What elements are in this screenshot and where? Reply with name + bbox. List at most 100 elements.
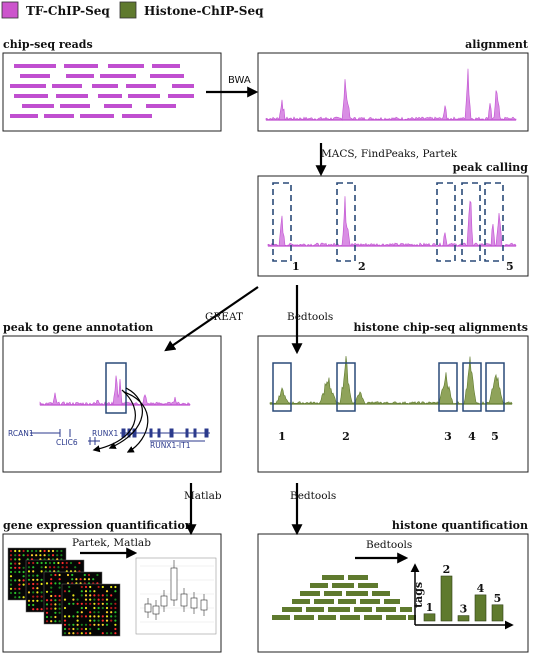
microarray-spot [45,603,49,606]
microarray-spot [72,598,75,601]
microarray-spot [9,554,13,557]
microarray-spot [53,566,56,569]
microarray-spot [101,619,104,622]
microarray-spot [45,599,49,602]
microarray-spot [32,570,35,573]
microarray-spot [80,602,83,605]
microarray-spot [56,554,59,557]
peak-number-5: 5 [506,260,514,273]
tf-read [98,94,122,98]
edge-label-bwa: BWA [228,75,251,86]
microarray-spot [101,623,104,626]
microarray-spot [87,573,91,577]
microarray-spot [80,590,83,593]
microarray-spot [114,615,117,618]
peak-box-4 [461,182,481,262]
histone-read [294,615,314,620]
microarray-spot [63,627,67,631]
microarray-spot [68,585,71,589]
microarray-spot [32,595,35,598]
microarray-spot [40,608,43,611]
histone-read [306,607,324,612]
microarray-spot [58,573,61,577]
microarray-spot [50,615,53,619]
bar-3 [457,615,470,622]
microarray-spot [80,615,83,618]
legend-label-tf: TF-ChIP-Seq [26,4,110,18]
histone-read [292,599,310,604]
microarray-spot [105,619,109,622]
tf-read [126,84,156,88]
bar-4 [474,594,487,622]
microarray-spot [72,623,75,626]
microarray-spot [101,598,104,601]
microarray-spot [63,590,67,593]
microarray-spot [18,583,21,586]
microarray-spot [68,632,71,635]
histone-read [386,615,406,620]
microarray-spot [45,607,49,610]
microarray-spot [84,615,88,618]
microarray-spot [89,611,92,614]
tf-read [152,64,180,68]
microarray-spot [87,578,91,581]
microarray-spot [79,578,82,581]
microarray-spot [18,562,21,565]
edge-label-partek-matlab: Partek, Matlab [72,537,151,549]
microarray-spot [110,594,113,597]
histone-read [340,615,360,620]
microarray-spot [45,590,49,593]
microarray-spot [9,562,13,565]
microarray-spot [101,602,104,605]
boxplot-box [160,595,168,607]
peak-number-1: 1 [292,260,300,273]
microarray-spot [72,602,75,605]
microarray-spot [65,561,68,565]
microarray-spot [56,549,59,553]
microarray-spot [32,566,35,569]
microarray-spot [76,623,79,626]
microarray-spot [97,619,100,622]
microarray-spot [58,578,61,581]
microarray-spot [27,574,31,577]
microarray-spot [63,606,67,610]
legend-label-histone: Histone-ChIP-Seq [144,4,264,18]
tf-read [92,84,118,88]
microarray-spot [60,554,63,557]
microarray-spot [84,632,88,635]
microarray-spot [45,615,49,619]
microarray-spot [84,602,88,605]
microarray-spot [50,620,53,623]
microarray-spot [84,598,88,601]
microarray-spot [89,602,92,605]
histone-reads-pyramid [272,575,416,620]
histone-number-1: 1 [278,430,286,443]
flow-arrows [80,86,409,564]
tf-read [14,94,48,98]
tf-read [100,74,136,78]
microarray-spot [54,582,57,585]
microarray-spot [44,566,47,569]
microarray-spot [22,554,25,557]
microarray-spot [18,587,21,590]
microarray-spot [65,566,68,569]
microarray-spot [51,549,55,553]
histone-read [372,591,390,596]
microarray-spot [36,561,39,565]
microarray-spot [36,608,39,611]
histone-read [272,615,290,620]
microarray-spot [63,598,67,601]
microarray-spot [36,587,39,590]
microarray-spot [36,591,39,594]
legend-swatch-tf [1,1,19,19]
microarray-spot [61,561,64,565]
microarray-spot [80,623,83,626]
microarray-spot [93,619,96,622]
histone-read [318,615,336,620]
microarray-spot [105,594,109,597]
histone-read [358,583,378,588]
microarray-spot [47,549,50,553]
microarray-spot [32,608,35,611]
histone-read [282,607,302,612]
microarray-spot [105,590,109,593]
